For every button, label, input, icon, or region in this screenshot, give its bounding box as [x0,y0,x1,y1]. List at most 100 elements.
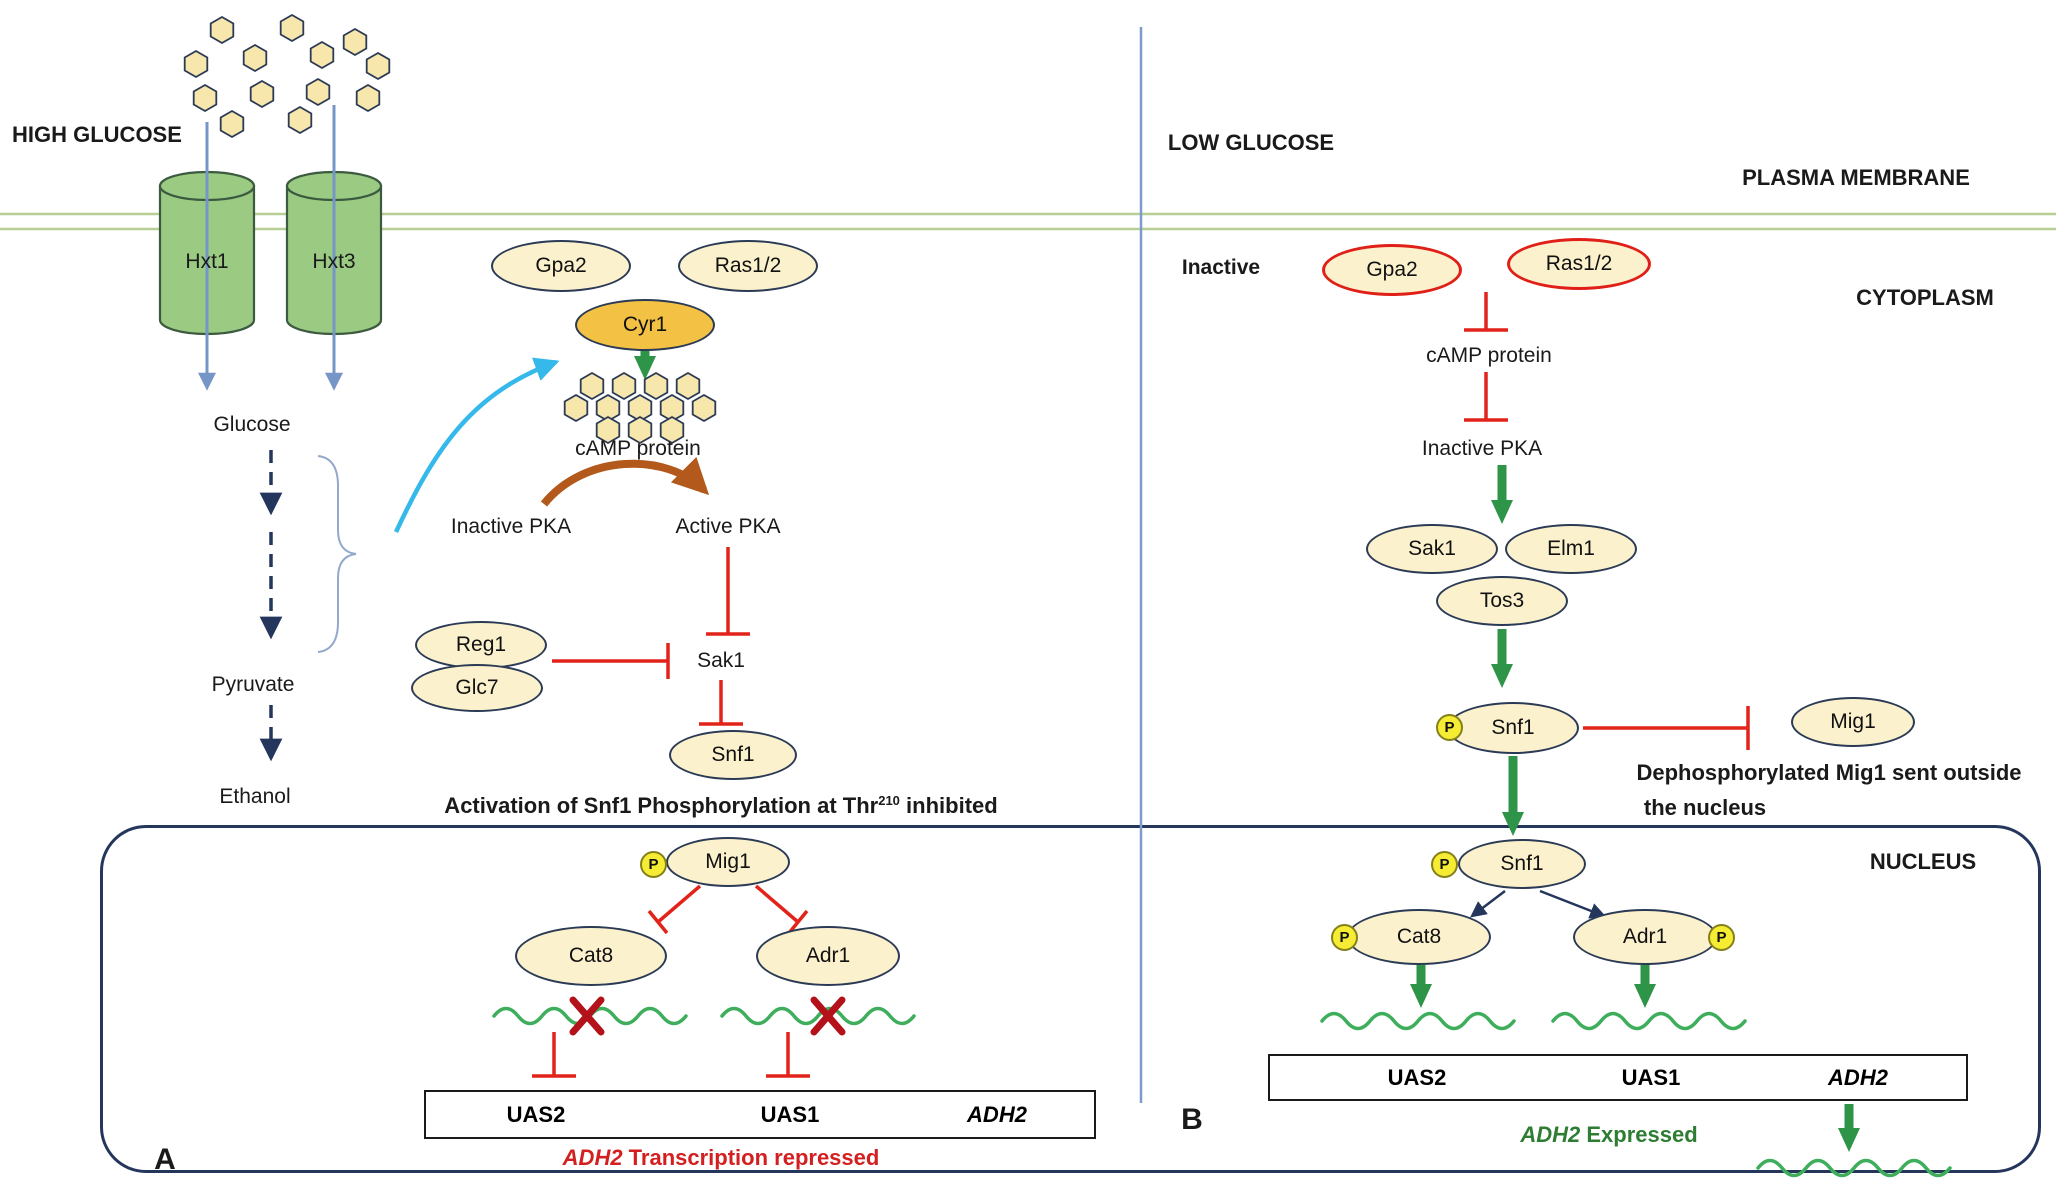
glucose-hexagon-icon [242,44,268,72]
high-glucose-label: HIGH GLUCOSE [12,122,182,147]
caption-prefix: Activation of Snf1 Phosphorylation at Th… [444,793,879,819]
uas-adh2-promoter-a: UAS2 UAS1 ADH2 [424,1090,1096,1139]
camp-hexagon-icon [691,394,717,422]
phospho-badge-cat8-b: P [1331,924,1358,951]
dna-wave-adr1-a [720,1006,916,1026]
sak1-node-b: Sak1 [1366,524,1498,574]
adh2-repressed-text: Transcription repressed [622,1145,880,1170]
glucose-hexagon-icon [219,110,245,138]
adr1-node-a: Adr1 [756,926,900,986]
nucleus-label: NUCLEUS [1869,849,1977,874]
mig1-node-b: Mig1 [1791,697,1915,747]
adh2-repressed-gene: ADH2 [562,1145,623,1170]
mig1-note-line1: Dephosphorylated Mig1 sent outside [1636,760,2022,785]
phospho-badge-snf1-cyto-b: P [1436,714,1463,741]
gpa2-node-b: Gpa2 [1322,244,1462,296]
camp-hexagon-icon [643,372,669,400]
tos3-node-b: Tos3 [1436,576,1568,626]
camp-hexagon-icon [611,372,637,400]
inactive-pka-label-a: Inactive PKA [450,515,572,538]
blocked-binding-x-cat8 [569,996,605,1036]
ras-node-a: Ras1/2 [678,240,818,292]
blocked-binding-x-adr1 [810,996,846,1036]
glucose-hexagon-icon [365,52,391,80]
sak1-snf1-inhibited-tbar [699,680,743,726]
mig1-node-a: Mig1 [666,837,790,887]
glucose-hexagon-icon [355,84,381,112]
glucose-hexagon-icon [305,78,331,106]
uas1-label-b: UAS1 [1621,1064,1681,1090]
glucose-hexagon-icon [183,50,209,78]
gpa2-node-a: Gpa2 [491,240,631,292]
plasma-membrane-label: PLASMA MEMBRANE [1742,165,1970,190]
cyr1-node: Cyr1 [575,299,715,351]
cat8-node-a: Cat8 [515,926,667,986]
mig1-inhibits-adr1-tbar [754,884,809,935]
mig1-note-line2: the nucleus [1643,795,1767,820]
uas2-label-a: UAS2 [506,1101,566,1127]
snf1-cyto-node-b: Snf1 [1447,702,1579,754]
active-pka-label-a: Active PKA [675,515,781,538]
dna-wave-cat8-b [1320,1011,1516,1031]
phospho-badge-mig1-a: P [640,851,667,878]
glucose-signal-feedback-arrow [393,357,560,533]
glc7-node: Glc7 [411,664,543,712]
adh2-expressed-gene: ADH2 [1520,1122,1581,1147]
camp-hexagon-icon [563,394,589,422]
inactive-label-b: Inactive [1181,256,1261,279]
adh2-gene-label-a: ADH2 [967,1101,1027,1127]
camp-protein-label-a: cAMP protein [575,437,701,460]
mig1-inhibits-cat8-tbar [647,884,702,935]
uas1-repression-tbar-a [766,1032,810,1078]
panel-a-letter: A [154,1143,176,1176]
reg1-node: Reg1 [415,621,547,669]
pka-activation-arc-arrow [540,456,710,507]
glucose-hexagon-icon [209,16,235,44]
caption-suffix: inhibited [899,793,998,819]
camp-hexagon-icon [579,372,605,400]
ethanol-label: Ethanol [219,785,291,808]
camp-pka-tbar-b [1464,372,1508,422]
low-glucose-label: LOW GLUCOSE [1167,130,1335,155]
uas1-label-a: UAS1 [760,1101,820,1127]
nucleus-compartment [100,825,2041,1173]
glucose-hexagon-icon [192,84,218,112]
glucose-label: Glucose [213,413,291,436]
camp-protein-label-b: cAMP protein [1426,344,1552,367]
dna-wave-adr1-b [1551,1011,1747,1031]
gproteins-camp-tbar-b [1464,292,1508,332]
cat8-node-b: Cat8 [1347,909,1491,965]
uas-adh2-promoter-b: UAS2 UAS1 ADH2 [1268,1054,1968,1101]
ras-node-b: Ras1/2 [1507,238,1651,290]
glycolysis-brace [317,455,357,653]
snf1-inhibition-caption: Activation of Snf1 Phosphorylation at Th… [444,793,997,819]
camp-molecules-cluster [563,372,717,444]
snf1-node-a: Snf1 [669,730,797,780]
glucose-hexagon-icon [249,80,275,108]
phospho-badge-snf1-nuc-b: P [1431,851,1458,878]
phospho-badge-adr1-b: P [1708,924,1735,951]
glucose-hexagon-icon [309,41,335,69]
adh2-expressed-caption: ADH2 Expressed [1520,1122,1697,1148]
snf1-nuc-node-b: Snf1 [1458,839,1586,889]
reg1-glc7-inhibits-sak1-tbar [552,643,670,679]
adh2-repressed-caption: ADH2 Transcription repressed [563,1145,880,1171]
camp-hexagon-icon [675,372,701,400]
panel-b-letter: B [1181,1103,1203,1136]
active-pka-inhibits-sak1-tbar [706,547,750,636]
snf1-to-cat8-arrow [1470,890,1506,918]
glucose-molecules-cluster-top [183,14,391,138]
glucose-hexagon-icon [342,28,368,56]
sak1-label-a: Sak1 [697,649,745,672]
hxt3-label: Hxt3 [312,250,356,273]
pyruvate-label: Pyruvate [211,673,295,696]
caption-superscript: 210 [878,792,900,808]
snf1-inhibits-mig1-tbar [1583,706,1750,750]
adh2-gene-label-b: ADH2 [1828,1064,1888,1090]
uas2-label-b: UAS2 [1387,1064,1447,1090]
cytoplasm-label: CYTOPLASM [1856,285,1994,310]
uas2-repression-tbar-a [532,1032,576,1078]
elm1-node-b: Elm1 [1505,524,1637,574]
